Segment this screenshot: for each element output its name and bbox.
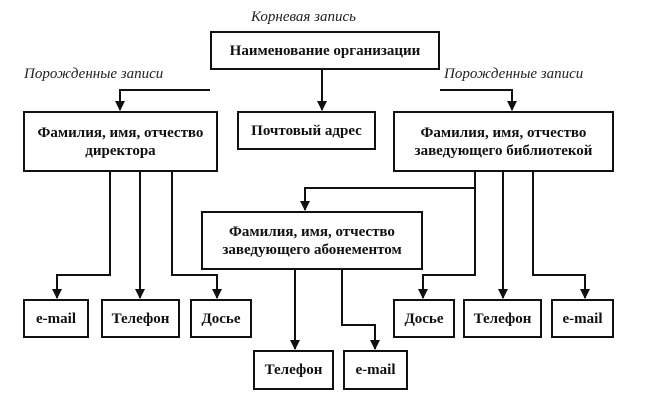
child-records-caption-right: Порожденные записи [444, 66, 584, 82]
node-subscription-head-line2: заведующего абонементом [222, 241, 402, 258]
node-library-head-line1: Фамилия, имя, отчество [420, 124, 587, 141]
node-director-line2: директора [85, 142, 156, 159]
node-library-email-label: e-mail [562, 310, 603, 327]
arrow-root-to-director [115, 89, 210, 111]
arrow-library-to-email [532, 172, 590, 299]
arrow-director-to-dossier [171, 172, 222, 299]
node-library-dossier: Досье [393, 299, 455, 338]
arrow-library-to-subscription [300, 172, 476, 211]
node-subscription-email: e-mail [343, 350, 408, 390]
node-library-head: Фамилия, имя, отчество заведующего библи… [393, 111, 614, 172]
node-postal-address-label: Почтовый адрес [251, 122, 362, 139]
node-subscription-phone-label: Телефон [264, 362, 323, 378]
root-record-caption: Корневая запись [251, 9, 356, 25]
node-postal-address: Почтовый адрес [237, 111, 376, 150]
node-director-dossier: Досье [190, 299, 252, 338]
node-subscription-head: Фамилия, имя, отчество заведующего абоне… [201, 211, 423, 270]
node-organization-name-label: Наименование организации [229, 42, 421, 59]
node-director-phone-label: Телефон [111, 310, 170, 327]
node-subscription-email-label: e-mail [355, 362, 396, 378]
node-organization-name: Наименование организации [210, 31, 440, 70]
node-library-phone: Телефон [463, 299, 542, 338]
arrow-subscription-to-email [341, 270, 380, 350]
node-director-phone: Телефон [101, 299, 180, 338]
node-subscription-head-line1: Фамилия, имя, отчество [229, 223, 395, 240]
node-library-email: e-mail [551, 299, 614, 338]
node-subscription-phone: Телефон [253, 350, 334, 390]
node-library-head-line2: заведующего библиотекой [414, 142, 593, 159]
node-director-dossier-label: Досье [201, 310, 241, 327]
node-library-phone-label: Телефон [473, 310, 532, 327]
node-director: Фамилия, имя, отчество директора [23, 111, 218, 172]
child-records-caption-left: Порожденные записи [24, 66, 164, 82]
node-director-email: e-mail [23, 299, 89, 338]
node-library-dossier-label: Досье [404, 310, 444, 327]
arrow-director-to-email [52, 172, 111, 299]
arrow-root-to-library-head [440, 89, 517, 111]
node-director-email-label: e-mail [36, 310, 76, 327]
arrow-library-to-dossier [418, 188, 476, 299]
node-director-line1: Фамилия, имя, отчество [37, 124, 204, 141]
